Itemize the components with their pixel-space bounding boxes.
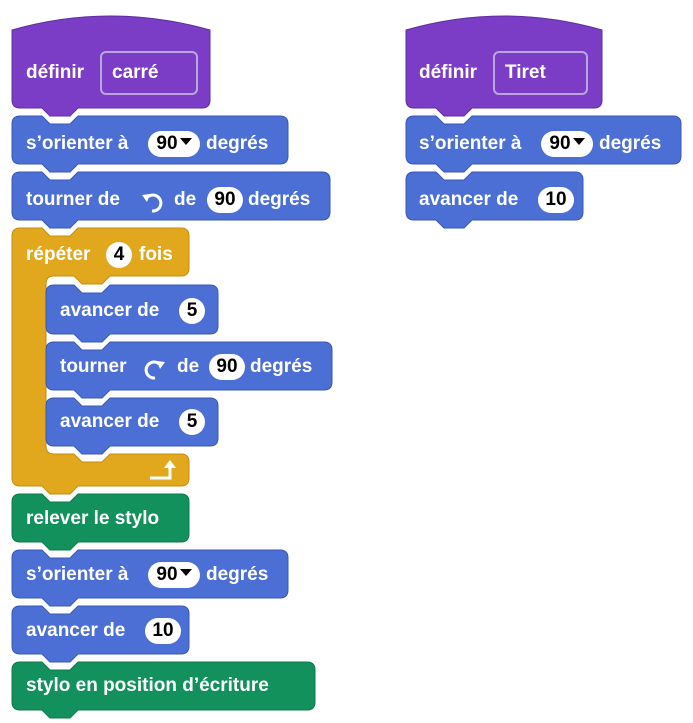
degrees-label-tiret: degrés bbox=[599, 133, 662, 154]
turn-right-label: tourner bbox=[60, 356, 127, 377]
degrees-label: degrés bbox=[206, 133, 269, 154]
pen-down-block[interactable] bbox=[11, 661, 316, 719]
move-steps-input-tiret[interactable]: 10 bbox=[538, 187, 574, 213]
move-block-3[interactable] bbox=[11, 605, 190, 663]
pen-up-block[interactable] bbox=[11, 493, 190, 551]
move-steps-input-2[interactable]: 5 bbox=[179, 409, 205, 435]
rotate-left-icon bbox=[142, 193, 163, 213]
move-block-tiret[interactable] bbox=[405, 171, 584, 229]
define-name-slot-2[interactable]: Tiret bbox=[493, 51, 588, 95]
repeat-count-input[interactable]: 4 bbox=[106, 242, 132, 268]
rotate-right-icon bbox=[144, 360, 165, 380]
move-steps-input-1[interactable]: 5 bbox=[179, 298, 205, 324]
turn-right-degrees-label: degrés bbox=[250, 356, 313, 377]
point-direction-label-tiret: s’orienter à bbox=[419, 133, 522, 154]
chevron-down-icon bbox=[179, 569, 192, 577]
direction-value: 90 bbox=[156, 133, 178, 154]
turn-left-block[interactable] bbox=[11, 171, 331, 229]
turn-left-label: tourner de bbox=[26, 189, 120, 210]
repeat-times-label: fois bbox=[139, 244, 173, 265]
move-label-1: avancer de bbox=[60, 300, 160, 321]
loop-arrow-icon bbox=[150, 460, 176, 480]
chevron-down-icon bbox=[179, 138, 192, 146]
define-label-2: définir bbox=[419, 62, 478, 83]
define-carre-block[interactable] bbox=[11, 15, 211, 117]
direction-dropdown-tiret[interactable]: 90 bbox=[541, 131, 593, 157]
chevron-down-icon bbox=[572, 138, 585, 146]
turn-left-de-label: de bbox=[174, 189, 197, 210]
turn-right-degrees-input[interactable]: 90 bbox=[209, 354, 245, 380]
move-label-3: avancer de bbox=[26, 620, 126, 641]
define-tiret-block[interactable] bbox=[405, 15, 603, 117]
pen-up-label: relever le stylo bbox=[26, 508, 160, 529]
degrees-label-2: degrés bbox=[206, 564, 269, 585]
point-direction-label: s’orienter à bbox=[26, 133, 129, 154]
turn-left-degrees-label: degrés bbox=[248, 189, 311, 210]
define-name-slot[interactable]: carré bbox=[100, 51, 198, 95]
direction-dropdown-2[interactable]: 90 bbox=[148, 562, 200, 588]
turn-right-block[interactable] bbox=[45, 341, 333, 399]
pen-down-label: stylo en position d’écriture bbox=[26, 675, 269, 696]
direction-value-tiret: 90 bbox=[549, 133, 571, 154]
turn-right-de-label: de bbox=[177, 356, 200, 377]
move-label-tiret: avancer de bbox=[419, 189, 519, 210]
move-block-2[interactable] bbox=[45, 397, 219, 455]
turn-left-degrees-input[interactable]: 90 bbox=[207, 187, 243, 213]
move-label-2: avancer de bbox=[60, 411, 160, 432]
move-steps-input-3[interactable]: 10 bbox=[145, 618, 181, 644]
define-label: définir bbox=[26, 62, 85, 83]
repeat-label: répéter bbox=[26, 244, 91, 265]
direction-dropdown[interactable]: 90 bbox=[148, 131, 200, 157]
point-direction-label-2: s’orienter à bbox=[26, 564, 129, 585]
move-block-1[interactable] bbox=[45, 284, 219, 343]
direction-value-2: 90 bbox=[156, 564, 178, 585]
